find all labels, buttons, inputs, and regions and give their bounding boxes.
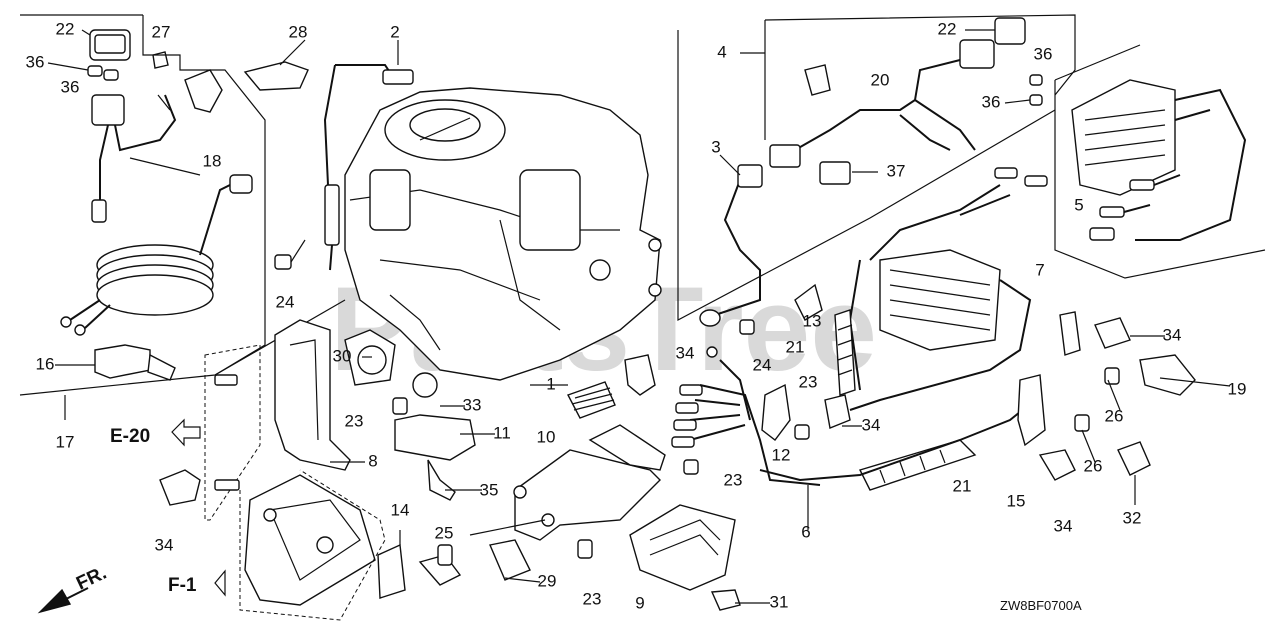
engine-block xyxy=(344,87,662,381)
part-label-l17[interactable]: 17 xyxy=(56,432,75,451)
part-label-l18[interactable]: 18 xyxy=(203,151,222,170)
part-label-l23b[interactable]: 23 xyxy=(583,589,602,608)
regulator-inset xyxy=(1054,44,1266,279)
part-label-l33[interactable]: 33 xyxy=(463,395,482,414)
reference-arrows xyxy=(37,418,226,614)
part-label-l34c[interactable]: 34 xyxy=(862,415,881,434)
part-label-l15[interactable]: 15 xyxy=(1007,491,1026,510)
part-label-l34b[interactable]: 34 xyxy=(676,343,695,362)
part-label-l1[interactable]: 1 xyxy=(546,374,555,393)
part-label-l10[interactable]: 10 xyxy=(537,427,556,446)
part-label-l24a[interactable]: 24 xyxy=(276,292,295,311)
part-label-l21b[interactable]: 21 xyxy=(953,476,972,495)
part-label-l3[interactable]: 3 xyxy=(711,137,720,156)
right-harness-group xyxy=(677,14,1196,491)
front-direction-label: FR. xyxy=(73,563,110,595)
part-label-l2[interactable]: 2 xyxy=(390,22,399,41)
leader-lines xyxy=(47,29,1231,604)
part-label-l7[interactable]: 7 xyxy=(1035,260,1044,279)
part-label-l14[interactable]: 14 xyxy=(391,500,410,519)
part-label-l24b[interactable]: 24 xyxy=(753,355,772,374)
part-label-l30[interactable]: 30 xyxy=(333,346,352,365)
part-label-l13[interactable]: 13 xyxy=(803,311,822,330)
part-label-l16[interactable]: 16 xyxy=(36,354,55,373)
part-label-l12[interactable]: 12 xyxy=(772,445,791,464)
part-label-l34e[interactable]: 34 xyxy=(1054,516,1073,535)
part-label-l6[interactable]: 6 xyxy=(801,522,810,541)
part-label-l27[interactable]: 27 xyxy=(152,22,171,41)
part-label-l22b[interactable]: 22 xyxy=(938,19,957,38)
part-label-l4[interactable]: 4 xyxy=(717,42,726,61)
part-label-l35[interactable]: 35 xyxy=(480,480,499,499)
part-label-l37[interactable]: 37 xyxy=(887,161,906,180)
part-label-l8[interactable]: 8 xyxy=(368,451,377,470)
part-label-l28[interactable]: 28 xyxy=(289,22,308,41)
part-label-l21a[interactable]: 21 xyxy=(786,337,805,356)
ref-f1-label[interactable]: F-1 xyxy=(168,575,197,596)
part-label-l34a[interactable]: 34 xyxy=(155,535,174,554)
part-label-l22a[interactable]: 22 xyxy=(56,19,75,38)
part-label-l36d[interactable]: 36 xyxy=(982,92,1001,111)
ref-e20-label[interactable]: E-20 xyxy=(110,426,150,447)
part-label-l26a[interactable]: 26 xyxy=(1105,406,1124,425)
part-label-l29[interactable]: 29 xyxy=(538,571,557,590)
left-harness-group xyxy=(60,29,414,381)
part-label-l9[interactable]: 9 xyxy=(635,593,644,612)
part-label-l36c[interactable]: 36 xyxy=(1034,44,1053,63)
center-lower-parts xyxy=(469,346,851,611)
part-label-l36b[interactable]: 36 xyxy=(61,77,80,96)
part-label-l34d[interactable]: 34 xyxy=(1163,325,1182,344)
part-label-l5[interactable]: 5 xyxy=(1074,195,1083,214)
part-label-l31[interactable]: 31 xyxy=(770,592,789,611)
lower-left-parts xyxy=(159,319,476,621)
drawing-code: ZW8BF0700A xyxy=(1000,598,1082,613)
part-label-l23c[interactable]: 23 xyxy=(724,470,743,489)
part-label-l23d[interactable]: 23 xyxy=(799,372,818,391)
part-label-l11[interactable]: 11 xyxy=(493,423,511,442)
part-label-l20[interactable]: 20 xyxy=(871,70,890,89)
part-label-l19[interactable]: 19 xyxy=(1228,379,1247,398)
part-label-l32[interactable]: 32 xyxy=(1123,508,1142,527)
part-label-l36a[interactable]: 36 xyxy=(26,52,45,71)
part-label-l23a[interactable]: 23 xyxy=(345,411,364,430)
part-label-l26b[interactable]: 26 xyxy=(1084,456,1103,475)
part-label-l25[interactable]: 25 xyxy=(435,523,454,542)
